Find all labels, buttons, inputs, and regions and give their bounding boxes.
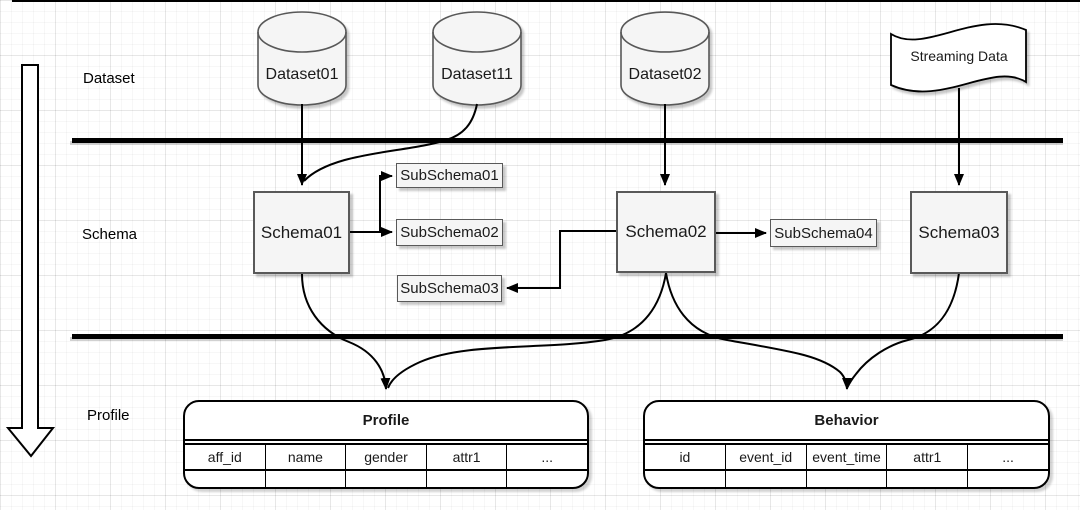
- lane-separator-1: [72, 138, 1063, 143]
- subschema04-label: SubSchema04: [774, 224, 873, 242]
- connector-schema01-subschema01: [350, 171, 393, 233]
- profile-empty-cell: [425, 471, 507, 487]
- lane-label-dataset: Dataset: [83, 70, 135, 87]
- dataset01-cylinder[interactable]: [257, 11, 347, 106]
- lane-label-schema: Schema: [82, 226, 138, 243]
- schema02-label: Schema02: [625, 222, 707, 241]
- profile-empty-cell: [506, 471, 587, 487]
- behavior-col-event-id: event_id: [724, 445, 806, 469]
- profile-empty-row: [185, 471, 587, 487]
- schema03-label: Schema03: [918, 222, 1000, 242]
- profile-col-attr1: attr1: [425, 445, 507, 469]
- behavior-empty-row: [645, 471, 1048, 487]
- subschema02-label: SubSchema02: [400, 224, 499, 241]
- streaming-data-label: Streaming Data: [910, 48, 1008, 64]
- dataset02-cylinder[interactable]: [620, 11, 710, 106]
- dataset02-label: Dataset02: [628, 66, 702, 83]
- connector-schema02-profile: [387, 272, 667, 389]
- behavior-table[interactable]: Behavior id event_id event_time attr1 ..…: [643, 400, 1050, 489]
- subschema03-box[interactable]: SubSchema03: [397, 275, 502, 302]
- profile-col-name: name: [264, 445, 346, 469]
- lane-label-profile: Profile: [87, 407, 130, 424]
- schema02-box[interactable]: Schema02: [616, 191, 716, 273]
- profile-col-aff-id: aff_id: [207, 449, 242, 465]
- behavior-col-attr1: attr1: [886, 445, 967, 469]
- behavior-col-more: ...: [967, 445, 1048, 469]
- connector-dataset11-schema01: [303, 103, 478, 182]
- flow-direction-arrow: [5, 64, 56, 458]
- schema03-box[interactable]: Schema03: [910, 191, 1008, 274]
- dataset01-label: Dataset01: [265, 66, 339, 83]
- subschema01-label: SubSchema01: [400, 167, 499, 184]
- schema01-box[interactable]: Schema01: [253, 191, 350, 274]
- profile-table[interactable]: Profile aff_id name gender attr1 ...: [183, 400, 589, 489]
- connector-schema03-behavior: [846, 272, 960, 389]
- behavior-table-title: Behavior: [645, 402, 1048, 441]
- behavior-empty-cell: [967, 471, 1048, 487]
- connector-schema01-profile: [301, 273, 391, 390]
- profile-col-more: ...: [506, 445, 587, 469]
- window-top-edge: [12, 0, 1080, 2]
- behavior-col-id: id: [679, 449, 691, 465]
- profile-table-grid: aff_id name gender attr1 ...: [185, 443, 587, 487]
- subschema01-box[interactable]: SubSchema01: [396, 163, 503, 188]
- dataset11-cylinder[interactable]: [432, 11, 522, 106]
- subschema03-label: SubSchema03: [400, 280, 499, 297]
- lane-separator-2: [72, 334, 1063, 339]
- profile-empty-cell: [345, 471, 426, 487]
- behavior-col-event-time: event_time: [805, 445, 887, 469]
- subschema04-box[interactable]: SubSchema04: [770, 219, 877, 247]
- schema01-label: Schema01: [260, 222, 343, 242]
- dataset11-label: Dataset11: [441, 66, 513, 83]
- profile-empty-cell: [264, 471, 346, 487]
- profile-col-gender: gender: [345, 445, 426, 469]
- profile-table-title: Profile: [185, 402, 587, 441]
- behavior-table-grid: id event_id event_time attr1 ...: [645, 443, 1048, 487]
- profile-header-row: aff_id name gender attr1 ...: [185, 445, 587, 471]
- connector-schema02-subschema03: [506, 230, 616, 293]
- profile-empty-cell: [185, 471, 265, 487]
- behavior-header-row: id event_id event_time attr1 ...: [645, 445, 1048, 471]
- behavior-empty-cell: [724, 471, 806, 487]
- behavior-empty-cell: [886, 471, 967, 487]
- subschema02-box[interactable]: SubSchema02: [396, 219, 503, 246]
- behavior-empty-cell: [645, 471, 725, 487]
- behavior-empty-cell: [805, 471, 887, 487]
- connector-schema02-behavior: [665, 272, 852, 390]
- streaming-data-shape[interactable]: [890, 23, 1027, 93]
